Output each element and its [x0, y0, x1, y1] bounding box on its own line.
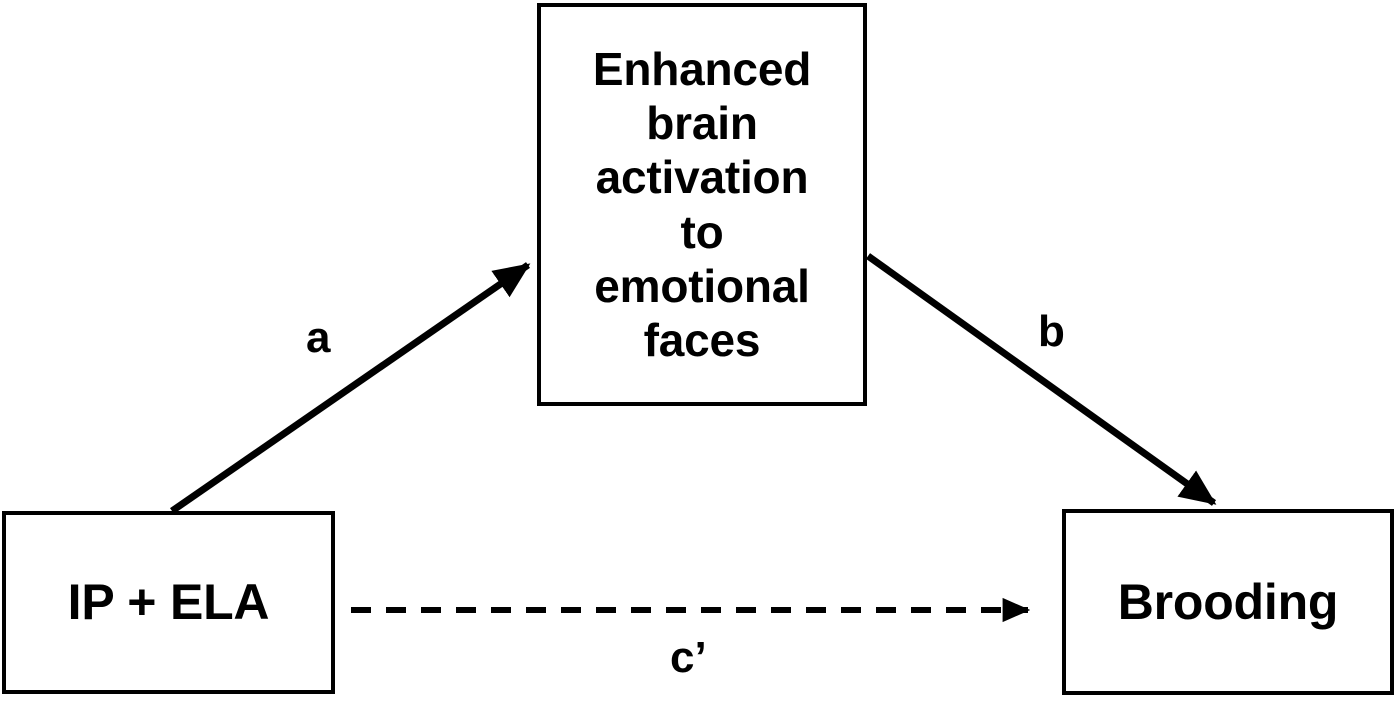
edge-path-b [865, 253, 1217, 506]
node-outcome-label: Brooding [1117, 573, 1339, 630]
node-mediator-label: Enhanced brain activation to emotional f… [587, 42, 817, 368]
node-mediator-label-line-6: faces [643, 314, 761, 367]
node-predictor-label: IP + ELA [67, 574, 270, 630]
node-predictor-ip-ela: IP + ELA [2, 511, 335, 694]
edge-path-a [170, 262, 531, 514]
node-mediator-label-line-4: to [680, 205, 724, 258]
node-mediator-label-line-3: activation [595, 151, 809, 204]
node-outcome-brooding: Brooding [1062, 509, 1394, 695]
node-mediator-label-line-5: emotional [594, 259, 810, 312]
node-mediator-label-line-2: brain [646, 96, 758, 149]
path-label-b: b [1038, 307, 1065, 356]
node-mediator-label-line-1: Enhanced [592, 42, 812, 95]
path-label-c-prime: c’ [670, 633, 707, 682]
path-label-a: a [306, 313, 331, 362]
node-mediator-brain-activation: Enhanced brain activation to emotional f… [537, 3, 867, 406]
